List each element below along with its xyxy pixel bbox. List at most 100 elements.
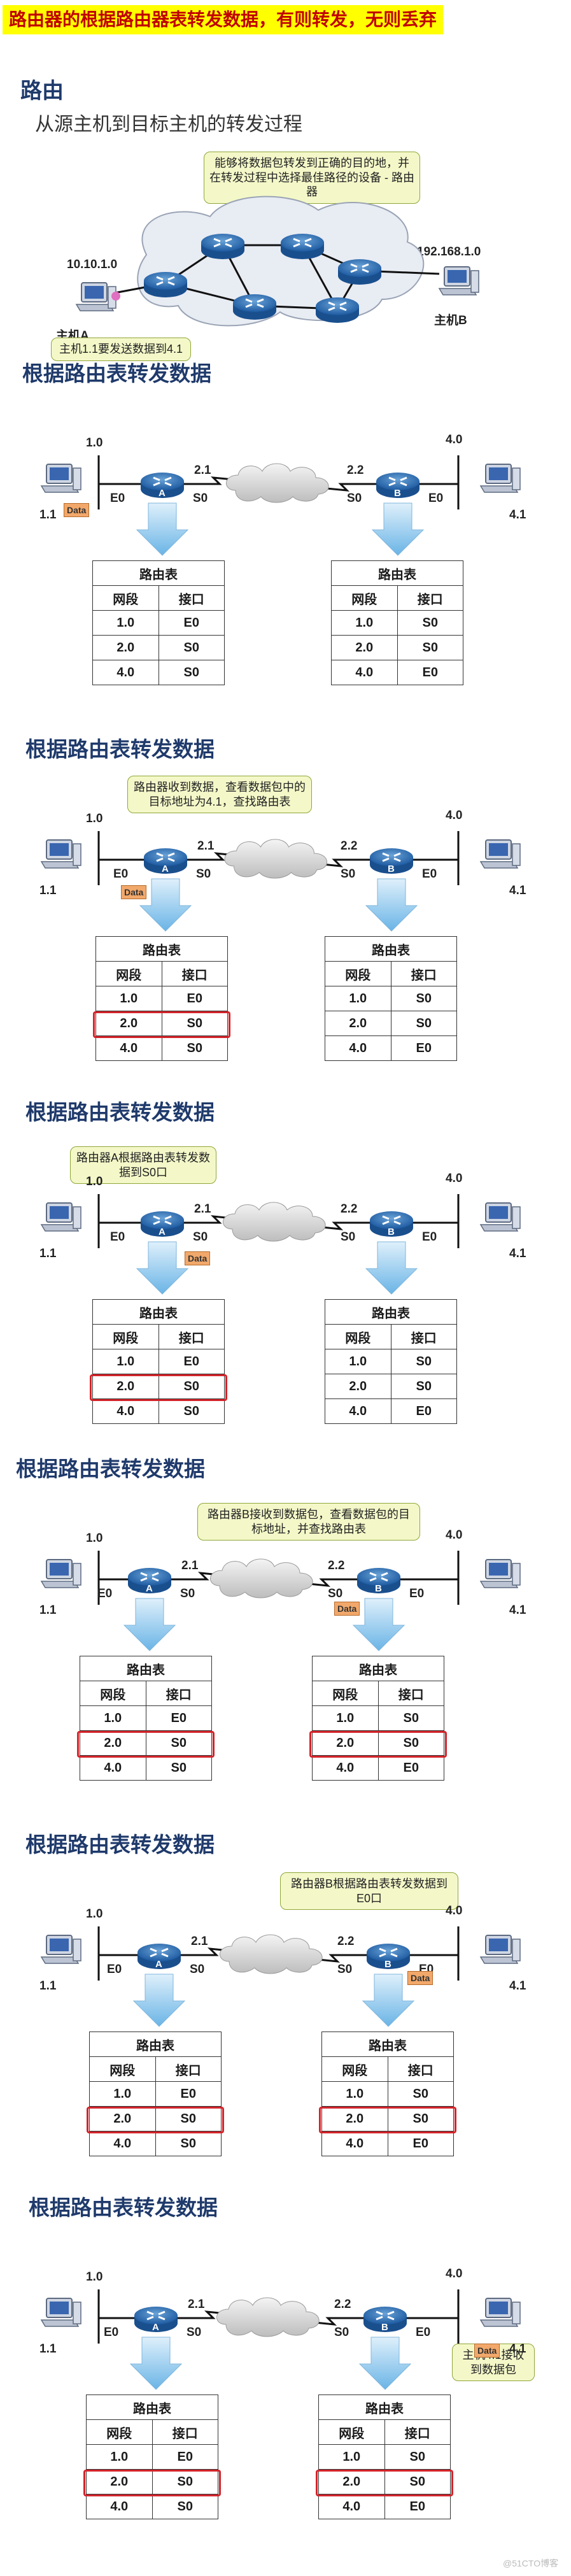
- routing-table-title: 路由表: [92, 560, 225, 586]
- table-cell: S0: [390, 1374, 458, 1399]
- table-cell: 2.0: [325, 1011, 391, 1036]
- table-cell: 1.0: [312, 1705, 379, 1731]
- router-b-s0-label: S0: [328, 1587, 343, 1600]
- section-title: 根据路由表转发数据: [25, 1100, 215, 1124]
- table-cell: S0: [152, 2469, 219, 2494]
- watermark: @51CTO博客: [503, 2558, 559, 2568]
- router-b-name: B: [388, 864, 395, 874]
- host-b-address: 192.168.1.0: [417, 245, 481, 259]
- host-right-label: 4.1: [509, 1604, 526, 1617]
- table-cell: S0: [390, 986, 458, 1011]
- table-cell: 2.0: [80, 1730, 146, 1756]
- table-cell: 4.0: [325, 1035, 391, 1061]
- table-cell: S0: [377, 1730, 445, 1756]
- section-diagram: [41, 1194, 521, 1295]
- table-cell: E0: [161, 986, 229, 1011]
- routing-table-header: 网段: [92, 585, 159, 611]
- host-left-label: 1.1: [39, 508, 57, 522]
- data-packet: Data: [334, 1602, 360, 1616]
- routing-table-header: 接口: [145, 1681, 213, 1706]
- router-b-s0-address: 2.2: [347, 464, 364, 477]
- table-cell: 4.0: [86, 2494, 153, 2519]
- table-cell: 4.0: [95, 1035, 162, 1061]
- table-cell: E0: [158, 1349, 225, 1374]
- routing-table-header: 接口: [161, 961, 229, 986]
- routing-table-header: 接口: [397, 585, 464, 611]
- router-a-s0-address: 2.1: [188, 2298, 205, 2311]
- router-b-s0-label: S0: [341, 867, 356, 881]
- net-right-label: 4.0: [446, 1904, 463, 1918]
- table-cell: 1.0: [80, 1705, 146, 1731]
- section-callout: 路由器B根据路由表转发数据到E0口: [280, 1872, 458, 1910]
- router-b-e0-label: E0: [428, 492, 444, 505]
- routing-table-header: 接口: [155, 2056, 222, 2082]
- table-cell: 1.0: [92, 1349, 159, 1374]
- router-a-name: A: [152, 2322, 159, 2333]
- routing-table-header: 接口: [377, 1681, 445, 1706]
- table-cell: S0: [387, 2081, 455, 2107]
- net-left-label: 1.0: [86, 812, 103, 825]
- router-b-s0-label: S0: [347, 492, 362, 505]
- table-cell: 2.0: [92, 1374, 159, 1399]
- routing-table-header: 网段: [89, 2056, 156, 2082]
- table-cell: S0: [158, 1398, 225, 1424]
- routing-table-title: 路由表: [95, 936, 228, 962]
- table-cell: E0: [152, 2444, 219, 2470]
- host-right-label: 4.1: [509, 508, 526, 522]
- table-cell: 2.0: [321, 2106, 388, 2131]
- table-cell: 1.0: [318, 2444, 385, 2470]
- host-left-label: 1.1: [39, 1247, 57, 1260]
- router-b-s0-address: 2.2: [334, 2298, 351, 2311]
- table-cell: 4.0: [80, 1755, 146, 1781]
- table-cell: S0: [155, 2131, 222, 2156]
- router-a-e0-label: E0: [110, 492, 125, 505]
- router-a-e0-label: E0: [97, 1587, 113, 1600]
- table-cell: 1.0: [89, 2081, 156, 2107]
- table-cell: 2.0: [92, 635, 159, 660]
- net-left-label: 1.0: [86, 1907, 103, 1921]
- table-cell: S0: [155, 2106, 222, 2131]
- intro-network: [76, 196, 479, 327]
- table-cell: 1.0: [325, 986, 391, 1011]
- table-cell: 4.0: [318, 2494, 385, 2519]
- host-b-name: 主机B: [434, 314, 467, 327]
- intro-subtitle: 从源主机到目标主机的转发过程: [35, 114, 302, 135]
- table-cell: E0: [377, 1755, 445, 1781]
- router-b-name: B: [388, 1227, 395, 1237]
- table-cell: S0: [145, 1730, 213, 1756]
- table-cell: 4.0: [89, 2131, 156, 2156]
- host-left-label: 1.1: [39, 1979, 57, 1993]
- section-callout: 主机1.1要发送数据到4.1: [51, 338, 191, 361]
- table-cell: S0: [158, 660, 225, 685]
- table-cell: 4.0: [312, 1755, 379, 1781]
- router-a-s0-label: S0: [190, 1963, 205, 1976]
- router-b-e0-label: E0: [416, 2326, 431, 2339]
- routing-table-title: 路由表: [312, 1656, 444, 1681]
- router-a-name: A: [155, 1959, 162, 1970]
- router-a-name: A: [162, 864, 169, 874]
- router-a-s0-label: S0: [196, 867, 211, 881]
- host-right-label: 4.1: [509, 1979, 526, 1993]
- router-a-e0-label: E0: [113, 867, 129, 881]
